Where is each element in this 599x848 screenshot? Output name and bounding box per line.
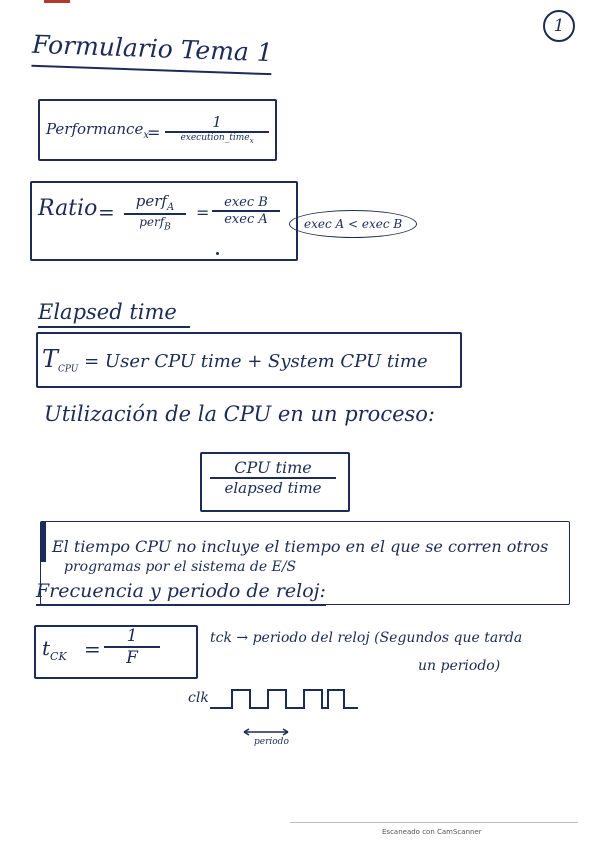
fraction-bar: [212, 210, 280, 212]
ratio-num2: exec B: [224, 195, 268, 210]
footer-divider: [290, 822, 578, 823]
period-label: periodo: [254, 737, 289, 747]
fraction-bar: [104, 646, 160, 648]
fraction-bar: [165, 131, 269, 133]
note-margin-mark: [40, 522, 46, 562]
elapsed-formula-box: [36, 332, 462, 388]
clock-equals: =: [84, 637, 101, 661]
ratio-label: Ratio: [38, 196, 98, 221]
performance-label: Performancex: [46, 120, 149, 141]
elapsed-formula-lhs: T: [42, 345, 59, 373]
ratio-den2: exec A: [224, 212, 268, 227]
elapsed-heading: Elapsed time: [38, 300, 190, 328]
clock-waveform: [210, 689, 358, 736]
ratio-equals-1: =: [98, 200, 115, 224]
scanner-watermark: Escaneado con CamScanner: [382, 828, 482, 836]
clock-description-line1: tck → periodo del reloj (Segundos que ta…: [210, 630, 523, 646]
utilization-denominator: elapsed time: [224, 479, 322, 497]
performance-denominator: execution_timex: [180, 133, 254, 145]
clock-numerator: 1: [126, 626, 138, 646]
clock-heading: Frecuencia y periodo de reloj:: [36, 580, 326, 606]
cpu-note-line1: El tiempo CPU no incluye el tiempo en el…: [52, 537, 549, 556]
utilization-formula-box: [200, 452, 350, 512]
ratio-fraction-exec: exec B exec A: [212, 195, 280, 227]
clock-description-line2: un periodo): [418, 658, 501, 674]
clock-denominator: F: [126, 648, 138, 668]
page-number: 1: [553, 16, 565, 36]
performance-formula-box: [38, 99, 277, 161]
ratio-fraction-perf: perfA perfB: [124, 192, 186, 232]
fraction-bar: [124, 213, 186, 215]
ratio-den1: perf: [139, 215, 165, 229]
clock-formula-box: [34, 625, 198, 679]
ratio-num1: perf: [135, 192, 167, 210]
elapsed-formula-rhs: = User CPU time + System CPU time: [84, 351, 428, 372]
ratio-equals-2: =: [196, 203, 210, 222]
cpu-note-line2: programas por el sistema de E/S: [64, 559, 297, 575]
utilization-numerator: CPU time: [234, 458, 312, 477]
fraction-bar: [210, 477, 336, 479]
page-number-circle: 1: [543, 10, 575, 42]
performance-fraction: 1 execution_timex: [165, 113, 269, 145]
utilization-fraction: CPU time elapsed time: [210, 458, 336, 497]
performance-equals: =: [147, 123, 161, 142]
clock-fraction: 1 F: [104, 626, 160, 668]
clk-label: clk: [188, 690, 209, 706]
performance-numerator: 1: [212, 113, 222, 131]
pen-mark: [44, 0, 70, 3]
page-title: Formulario Tema 1: [31, 29, 273, 76]
elapsed-formula: TCPU = User CPU time + System CPU time: [42, 345, 428, 375]
elapsed-formula-sub: CPU: [58, 364, 79, 375]
ink-dot: [216, 252, 219, 255]
clock-formula-lhs: tCK: [42, 636, 67, 663]
ratio-condition-note: exec A < exec B: [289, 210, 418, 238]
utilization-heading: Utilización de la CPU en un proceso:: [44, 402, 436, 426]
